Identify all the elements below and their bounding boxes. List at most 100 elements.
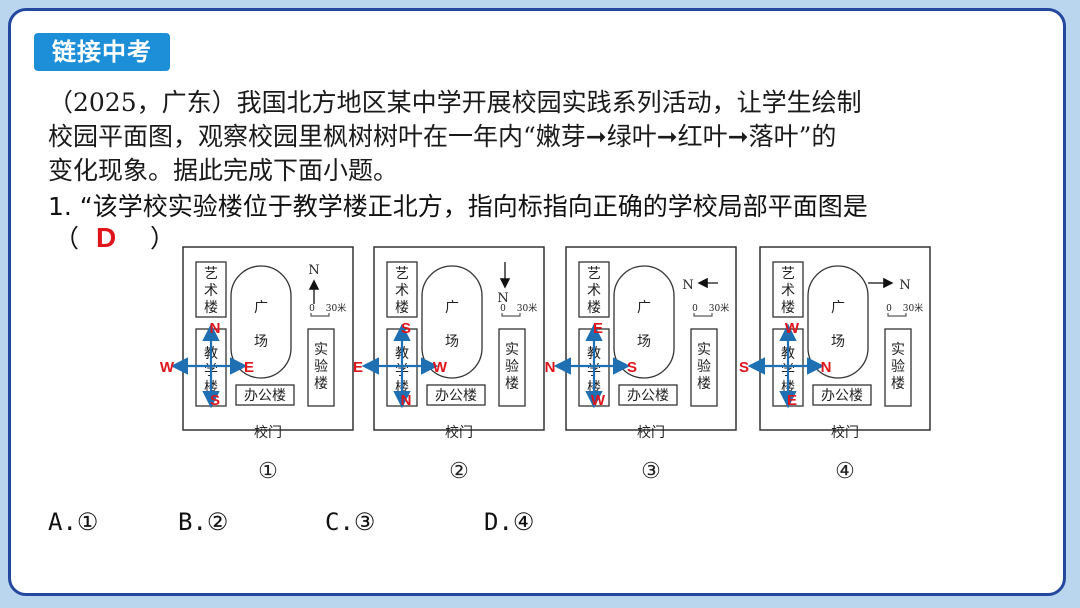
map-number: ③ [641,459,661,484]
campus-map-1: 艺术楼教学楼广场办公楼实验楼校门030米NNSWE① [160,246,354,484]
art-building [578,261,610,318]
plaza [230,265,292,379]
compass-label-top: S [401,320,411,337]
map-number: ① [258,459,278,484]
art-building-label: 术 [204,283,218,299]
lab-building-label: 实 [314,342,328,358]
art-building [195,261,227,318]
compass-label-top: E [593,320,603,337]
lab-building-label: 验 [891,359,905,375]
office-building-label: 办公楼 [435,388,477,404]
art-building [772,261,804,318]
lab-building [307,328,335,407]
compass-label-left: N [545,359,556,376]
scale-zero: 0 [692,304,698,314]
art-building-label: 艺 [781,266,795,282]
campus-map-2: 艺术楼教学楼广场办公楼实验楼校门030米NSNEW② [353,246,545,484]
plaza-label: 场 [445,334,459,350]
gate-label: 校门 [637,424,665,441]
lab-building-label: 实 [505,342,519,358]
compass-label-right: S [627,359,637,376]
north-label: N [497,291,508,306]
north-label: N [308,263,319,278]
plaza-label: 场 [831,334,845,350]
intro-line-3: 变化现象。据此完成下面小题。 [48,156,399,185]
compass-label-right: E [244,359,254,376]
plaza [421,265,483,379]
art-building-label: 楼 [781,300,795,316]
answer-paren-close: ） [150,224,176,253]
lab-building-label: 实 [891,342,905,358]
intro-line-2: 校园平面图，观察校园里枫树树叶在一年内“嫩芽➞绿叶➞红叶➞落叶”的 [48,122,837,151]
art-building-label: 术 [395,283,409,299]
lab-building-label: 楼 [697,376,711,392]
compass-label-right: N [821,359,832,376]
plaza-label: 广 [637,300,651,316]
plaza-label: 广 [254,300,268,316]
scale-zero: 0 [886,304,892,314]
scale-zero: 0 [500,304,506,314]
plaza [613,265,675,379]
scale-bar [693,313,713,317]
scale-bar [887,313,907,317]
scale-zero: 0 [309,304,315,314]
compass-label-bottom: N [401,392,412,409]
office-building [812,384,872,406]
art-building-label: 艺 [204,266,218,282]
option-b[interactable]: B.② [178,508,229,536]
compass-label-left: E [353,359,363,376]
art-building-label: 楼 [395,300,409,316]
gate-label: 校门 [445,424,473,441]
scale-length: 30米 [709,302,729,314]
office-building [426,384,486,406]
art-building-label: 楼 [587,300,601,316]
compass-label-left: W [160,359,175,376]
compass-label-left: S [739,359,749,376]
office-building-label: 办公楼 [821,388,863,404]
compass-label-top: N [210,320,221,337]
lab-building-label: 验 [505,359,519,375]
lab-building [498,328,526,407]
art-building-label: 楼 [204,300,218,316]
lab-building-label: 实 [697,342,711,358]
plaza [807,265,869,379]
option-d[interactable]: D.④ [484,508,535,536]
lab-building [690,328,718,407]
gate-label: 校门 [831,424,859,441]
art-building-label: 术 [781,283,795,299]
map-number: ② [449,459,469,484]
lab-building-label: 验 [314,359,328,375]
answer-letter: D [96,222,117,253]
compass-label-bottom: S [210,392,220,409]
lab-building-label: 楼 [314,376,328,392]
option-a[interactable]: A.① [48,508,99,536]
plaza-label: 广 [445,300,459,316]
compass-label-bottom: W [591,392,606,409]
office-building-label: 办公楼 [244,388,286,404]
north-label: N [899,278,910,293]
scale-length: 30米 [326,302,346,314]
lab-building [884,328,912,407]
lab-building-label: 楼 [891,376,905,392]
section-tag: 链接中考 [34,33,170,71]
answer-paren-open: （ [54,224,80,253]
compass-label-bottom: E [787,392,797,409]
compass-label-top: W [785,320,800,337]
scale-bar [501,313,521,317]
office-building [235,384,295,406]
gate-label: 校门 [254,424,282,441]
intro-line-1: （2025，广东）我国北方地区某中学开展校园实践系列活动，让学生绘制 [48,88,862,117]
scale-length: 30米 [517,302,537,314]
question-text: 1. “该学校实验楼位于教学楼正北方，指向标指向正确的学校局部平面图是 [48,192,868,221]
map-number: ④ [835,459,855,484]
art-building-label: 艺 [395,266,409,282]
scale-length: 30米 [903,302,923,314]
art-building-label: 术 [587,283,601,299]
north-label: N [682,278,693,293]
option-c[interactable]: C.③ [325,508,376,536]
scale-bar [310,313,330,317]
lab-building-label: 验 [697,359,711,375]
plaza-label: 场 [637,334,651,350]
campus-map-3: 艺术楼教学楼广场办公楼实验楼校门030米NEWNS③ [545,246,737,484]
